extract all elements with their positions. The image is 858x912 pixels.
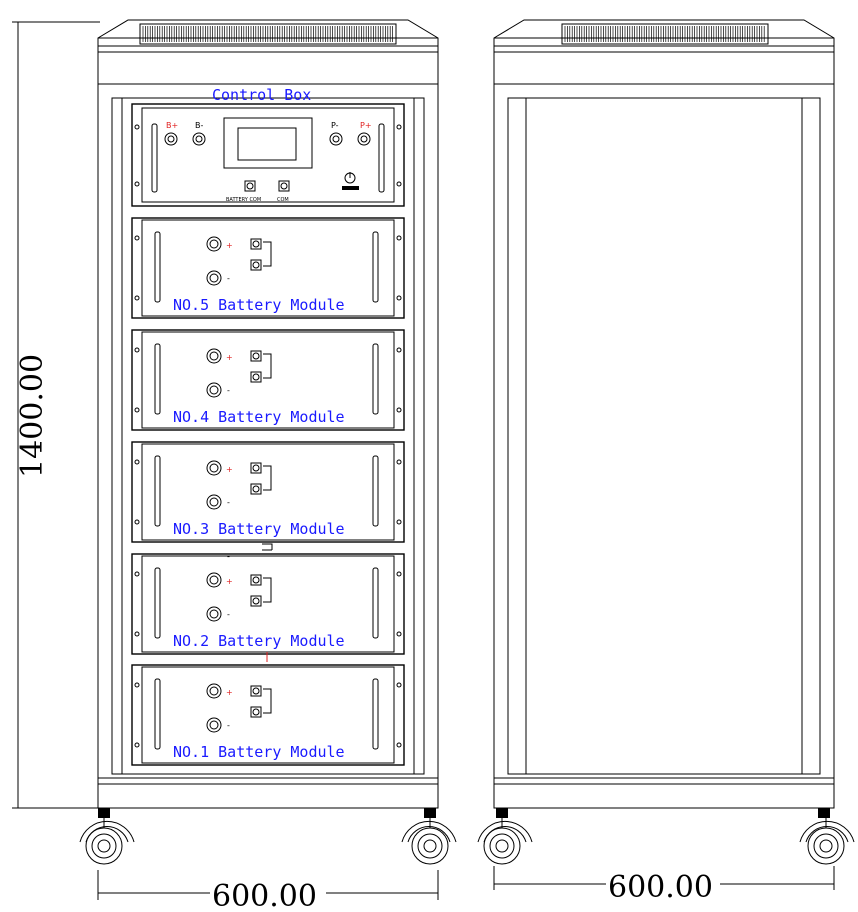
module-label: NO.2 Battery Module: [173, 632, 345, 650]
module-minus-label: -: [227, 721, 230, 730]
module-plus-label: +: [226, 465, 233, 474]
module-label: NO.5 Battery Module: [173, 296, 345, 314]
height-dimension: 1400.00: [12, 21, 100, 809]
module-minus-label: -: [227, 498, 230, 507]
terminal-p-plus-label: P+: [360, 121, 372, 130]
terminal-p-plus: P+: [357, 121, 372, 146]
module-handle-left: [154, 678, 161, 750]
front-width-dimension: 600.00: [97, 870, 439, 912]
terminal-p-minus: P-: [329, 121, 343, 146]
display-screen: [237, 127, 297, 161]
module-handle-right: [372, 343, 379, 415]
side-wheel-left: [477, 808, 533, 865]
side-wheel-right: [799, 808, 855, 865]
module-handle-right: [372, 678, 379, 750]
module-minus-label: -: [227, 274, 230, 283]
terminal-b-minus-label: B-: [195, 121, 203, 130]
module-plus-label: +: [226, 353, 233, 362]
control-box: Control Box B+ B- P-: [131, 86, 405, 207]
front-view: Control Box B+ B- P-: [79, 19, 457, 912]
module-handle-right: [372, 231, 379, 303]
side-vent-grille: [561, 23, 769, 45]
control-box-title: Control Box: [212, 86, 311, 104]
height-dimension-label: 1400.00: [15, 354, 50, 478]
side-width-dimension: 600.00: [493, 866, 835, 905]
front-wheel-left: [79, 808, 135, 865]
module-plus-label: +: [226, 688, 233, 697]
front-vent-grille: [139, 23, 397, 45]
control-box-handle-right: [378, 123, 385, 193]
com-port: COM: [277, 180, 290, 203]
front-width-dimension-label: 600.00: [212, 879, 317, 912]
battery-com-label: BATTERY COM: [226, 197, 261, 203]
side-view: 600.00: [477, 19, 855, 905]
svg-text:-: -: [227, 552, 230, 561]
module-label: NO.4 Battery Module: [173, 408, 345, 426]
control-box-handle-left: [151, 123, 158, 193]
module-plus-label: +: [226, 577, 233, 586]
module-handle-left: [154, 567, 161, 639]
module-minus-label: -: [227, 610, 230, 619]
module-handle-left: [154, 343, 161, 415]
module-minus-label: -: [227, 386, 230, 395]
side-width-dimension-label: 600.00: [608, 870, 713, 905]
battery-module: + - NO.5 Battery Module: [131, 217, 405, 319]
module-label: NO.3 Battery Module: [173, 520, 345, 538]
module-handle-right: [372, 455, 379, 527]
battery-module: + - NO.1 Battery Module: [131, 664, 405, 766]
front-wheel-right: [401, 808, 457, 865]
terminal-b-plus-label: B+: [166, 121, 178, 130]
terminal-p-minus-label: P-: [331, 121, 339, 130]
terminal-b-minus: B-: [192, 121, 206, 146]
battery-module: + - NO.3 Battery Module: [131, 441, 405, 543]
display-frame: [223, 117, 313, 169]
com-label: COM: [277, 197, 289, 203]
module-handle-right: [372, 567, 379, 639]
module-handle-left: [154, 231, 161, 303]
terminal-b-plus: B+: [164, 121, 178, 146]
module-label: NO.1 Battery Module: [173, 743, 345, 761]
battery-module: + - NO.2 Battery Module: [131, 553, 405, 655]
side-panel: [507, 97, 821, 775]
module-plus-label: +: [226, 241, 233, 250]
battery-com-port: BATTERY COM: [226, 180, 261, 203]
power-switch: [342, 172, 359, 190]
module-handle-left: [154, 455, 161, 527]
battery-module: + - NO.4 Battery Module: [131, 329, 405, 431]
